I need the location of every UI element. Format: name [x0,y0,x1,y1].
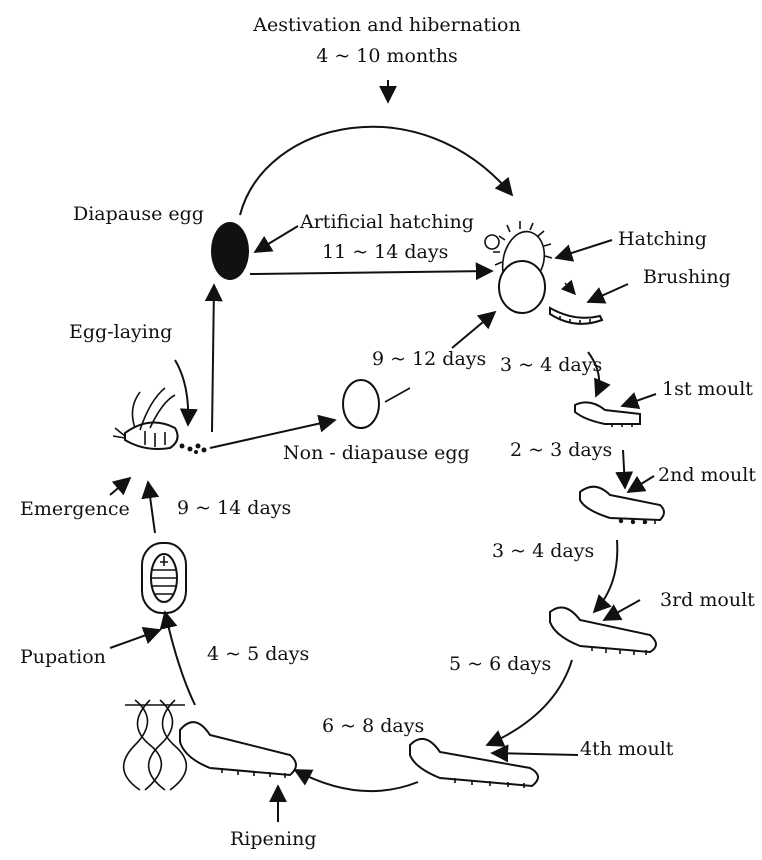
nine-fourteen-days-arrow [148,482,155,533]
two-three-days-label: 2 ~ 3 days [510,441,612,460]
pupation-pointer-arrow [110,630,160,648]
top-title-line2: 4 ~ 10 months [316,47,458,66]
fourth-moult-pointer-arrow [492,753,578,755]
nine-twelve-days-label: 9 ~ 12 days [372,350,486,369]
brushing-small-arrow [565,283,575,294]
hatching-pointer-arrow [556,240,612,258]
non-diapause-egg-icon [343,380,379,428]
non-diapause-egg-leader [385,388,410,402]
egg-laying-label: Egg-laying [69,323,172,342]
five-six-days-label: 5 ~ 6 days [449,655,551,674]
hibernation-arc-arrow [240,127,512,215]
fourth-moult-larva-icon [410,739,538,788]
ripening-label: Ripening [230,830,317,849]
egg-laying-pointer-arrow [175,360,188,425]
hatching-label: Hatching [618,230,707,249]
nine-twelve-days-arrow [452,312,495,348]
fourth-moult-label: 4th moult [580,740,673,759]
artificial-hatching-days-label: 11 ~ 14 days [322,243,448,262]
brushing-larva-icon [550,308,602,324]
four-five-days-label: 4 ~ 5 days [207,645,309,664]
to-diapause-egg-arrow [212,285,214,432]
emergence-pointer-arrow [110,478,130,495]
three-four-days-a-label: 3 ~ 4 days [500,356,602,375]
nine-fourteen-days-label: 9 ~ 14 days [177,499,291,518]
six-eight-days-label: 6 ~ 8 days [322,717,424,736]
brushing-label: Brushing [643,268,731,287]
first-moult-label: 1st moult [662,380,753,399]
three-four-days-b-label: 3 ~ 4 days [492,542,594,561]
diapause-egg-label: Diapause egg [73,205,204,224]
cocoon-thread-icon [124,700,187,790]
third-moult-label: 3rd moult [660,591,755,610]
second-moult-label: 2nd moult [658,466,756,485]
artificial-hatching-arrow [250,271,492,274]
ripening-larva-icon [180,722,296,778]
first-moult-pointer-arrow [622,394,656,406]
brushing-pointer-arrow [588,284,628,302]
emergence-label: Emergence [20,500,130,519]
pupation-label: Pupation [20,648,106,667]
hatching-egg-icon [485,221,552,313]
second-moult-pointer-arrow [628,476,654,492]
second-moult-larva-icon [580,487,664,525]
non-diapause-egg-label: Non - diapause egg [283,444,470,463]
third-moult-larva-icon [550,608,656,656]
pupa-icon [142,543,186,613]
three-four-days-b-arrow [594,540,617,612]
four-five-days-arrow [165,612,195,705]
six-eight-days-arrow [295,770,418,791]
moth-icon [113,388,207,454]
first-moult-larva-icon [575,402,640,427]
top-title-line1: Aestivation and hibernation [253,16,520,35]
third-moult-pointer-arrow [604,600,640,620]
two-three-days-arrow [623,450,625,488]
artificial-hatching-label: Artificial hatching [300,213,474,232]
diapause-egg-icon [211,222,249,280]
artificial-hatching-pointer-arrow [255,226,298,252]
